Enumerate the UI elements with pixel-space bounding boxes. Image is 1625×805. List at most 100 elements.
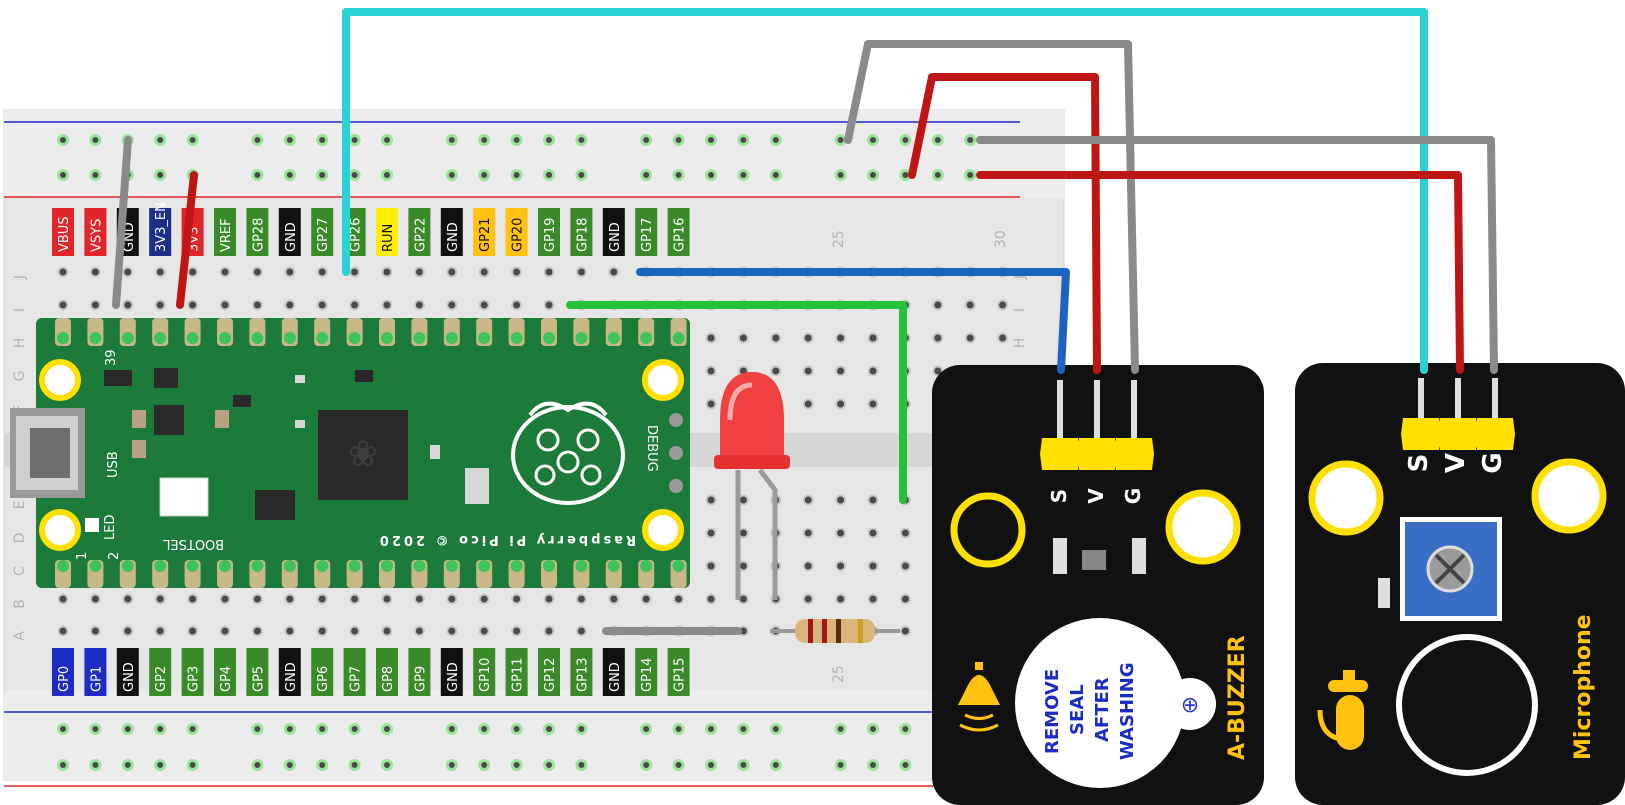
bb-hole (284, 299, 296, 311)
row-letter: E (12, 501, 28, 510)
bb-hole (89, 299, 101, 311)
flash-chip (154, 405, 184, 435)
top-pin-label: GP26 (349, 218, 364, 252)
bb-hole (154, 266, 166, 278)
bb-hole (381, 625, 393, 637)
top-pin-label: GND (608, 222, 623, 252)
bb-hole (122, 299, 134, 311)
header-pin-label: G (1478, 452, 1508, 473)
top-pin-label: GP21 (478, 218, 493, 252)
rail-hole (348, 169, 361, 181)
bb-hole (867, 560, 879, 572)
row-letter: I (1012, 308, 1028, 312)
bottom-pin-label: GP3 (187, 666, 202, 692)
castellation-hole (575, 332, 588, 344)
pico-castellations (55, 318, 687, 588)
bb-hole (543, 266, 555, 278)
castellation-hole (413, 560, 426, 572)
rail-hole (834, 169, 847, 181)
bb-hole (511, 593, 523, 605)
top-pin-label-bg (376, 208, 398, 256)
bootsel-button[interactable] (159, 477, 209, 517)
bb-hole (705, 365, 717, 377)
row-letter: H (12, 338, 28, 349)
top-pin-label: 3V3_EN (154, 202, 169, 252)
bb-hole (446, 266, 458, 278)
top-pin-label: GND (284, 222, 299, 252)
bottom-pin-label-bg (376, 648, 398, 696)
rail-hole (705, 169, 717, 181)
bb-hole (57, 625, 69, 637)
wire-green-led (566, 301, 907, 504)
bottom-pin-label-bg (149, 648, 172, 696)
rail-hole (575, 134, 588, 146)
bb-hole (770, 332, 782, 344)
bb-hole (413, 266, 425, 278)
wire-blue-gp17-buzzer (636, 268, 1070, 374)
top-pin-label-bg (149, 208, 172, 256)
bb-hole (705, 332, 717, 344)
top-pin-label: VSYS (89, 219, 104, 252)
castellation-hole (219, 560, 231, 572)
bottom-pin-label-bg (408, 648, 431, 696)
rail-hole (57, 723, 69, 735)
bb-hole (316, 625, 328, 637)
rail-hole (316, 134, 329, 146)
bb-hole (997, 299, 1009, 311)
rail-hole (769, 134, 782, 146)
bb-hole (122, 593, 134, 605)
bottom-pin-label-bg (440, 648, 463, 696)
bb-hole (835, 398, 847, 410)
rail-hole (640, 169, 653, 181)
bb-hole (867, 365, 879, 377)
wire-red-rail-top (908, 73, 1101, 374)
castellation-hole (510, 560, 523, 572)
component (132, 440, 146, 458)
bb-hole (284, 266, 296, 278)
bb-hole (932, 332, 944, 344)
bb-hole (219, 299, 231, 311)
bb-hole (187, 593, 199, 605)
rail-hole (381, 759, 393, 771)
bb-hole (511, 625, 523, 637)
rail-hole (89, 169, 102, 181)
bottom-pin-label-bg (570, 648, 593, 696)
bb-hole (867, 527, 879, 539)
bb-hole (802, 365, 814, 377)
pico-mount-hole (642, 509, 684, 551)
bb-hole (446, 625, 458, 637)
bb-hole (154, 593, 166, 605)
bb-hole (154, 625, 166, 637)
bb-hole (835, 332, 847, 344)
rail-hole (672, 169, 685, 181)
top-pin-label: GP18 (575, 218, 590, 252)
red-led (714, 372, 790, 600)
bb-hole (997, 332, 1009, 344)
top-pin-label-bg (311, 208, 334, 256)
bb-hole (349, 593, 361, 605)
bb-hole (381, 266, 393, 278)
rail-hole (575, 723, 588, 735)
rail-hole (348, 134, 361, 146)
mic-mount-hole (1308, 460, 1384, 536)
bottom-pin-label-bg (538, 648, 560, 696)
bb-hole (899, 527, 911, 539)
castellation-hole (348, 560, 361, 572)
component (295, 420, 305, 428)
bb-hole (737, 332, 749, 344)
bottom-pin-label-bg (84, 648, 107, 696)
castellation-hole (57, 332, 69, 344)
component (1053, 538, 1067, 574)
rail-hole (283, 759, 296, 771)
top-pin-label: VBUS (57, 216, 72, 252)
bb-hole (89, 593, 101, 605)
top-pin-label-bg (473, 208, 496, 256)
rail-hole (931, 169, 944, 181)
bottom-pin-label: GP0 (57, 666, 72, 692)
pin-2-label: 2 (107, 552, 122, 560)
castellation-hole (478, 560, 491, 572)
bb-hole (899, 593, 911, 605)
rail-hole (89, 759, 102, 771)
rail-hole (154, 169, 167, 181)
